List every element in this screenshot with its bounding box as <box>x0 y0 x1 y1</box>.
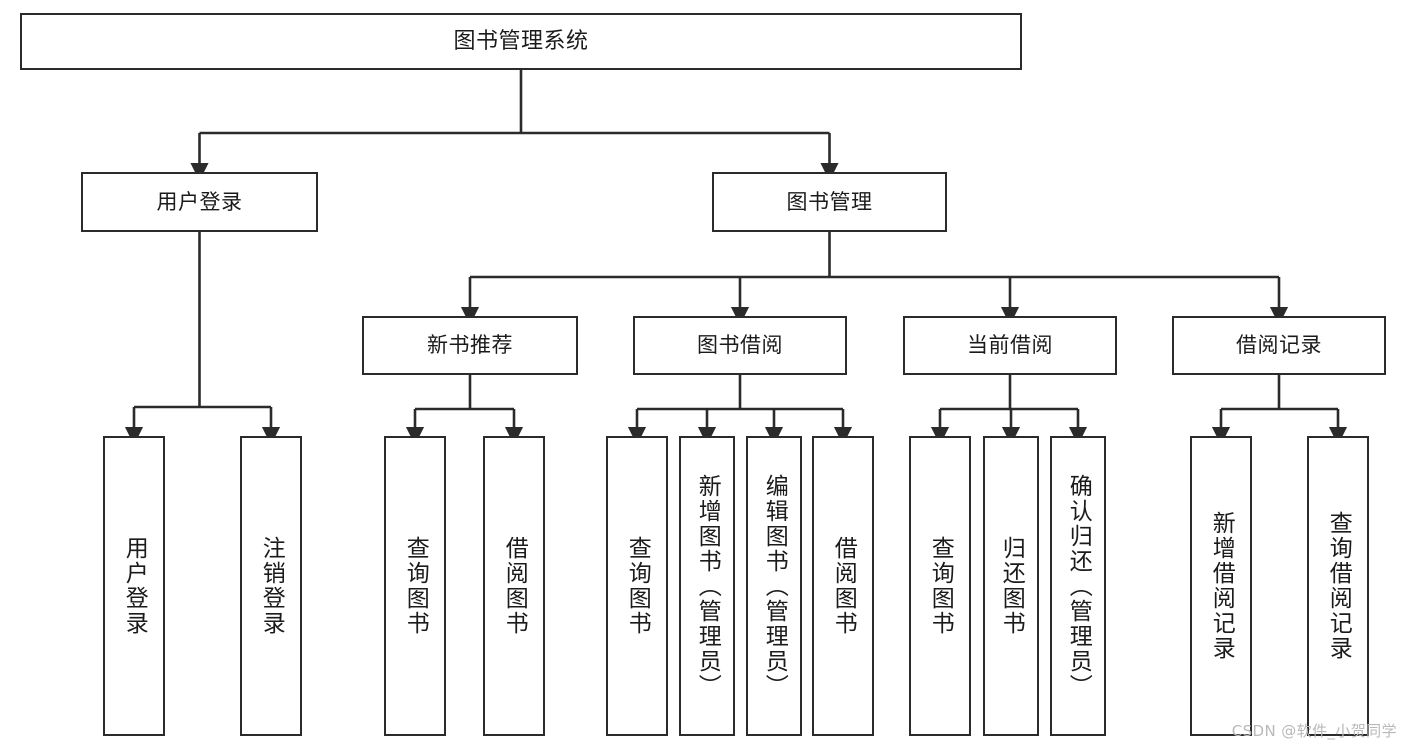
node-label: 图书管理 <box>786 189 873 214</box>
node-label: 确认归还（管理员） <box>1065 473 1092 699</box>
node-label: 查询借阅记录 <box>1325 511 1352 661</box>
node-label: 编辑图书（管理员） <box>761 473 788 699</box>
node-label: 查询图书 <box>927 536 954 636</box>
node-borrow-record[interactable]: 借阅记录 <box>1172 316 1386 375</box>
node-label: 用户登录 <box>156 189 243 214</box>
leaf-add-book[interactable]: 新增图书（管理员） <box>679 436 735 736</box>
leaf-confirm-return[interactable]: 确认归还（管理员） <box>1050 436 1106 736</box>
node-label: 新增借阅记录 <box>1208 511 1235 661</box>
node-user-login[interactable]: 用户登录 <box>81 172 318 232</box>
node-label: 注销登录 <box>258 536 285 636</box>
node-label: 当前借阅 <box>967 333 1053 358</box>
leaf-borrow-book-1[interactable]: 借阅图书 <box>483 436 545 736</box>
node-label: 借阅图书 <box>830 536 857 636</box>
node-book-manage[interactable]: 图书管理 <box>712 172 947 232</box>
node-label: 查询图书 <box>624 536 651 636</box>
leaf-edit-book[interactable]: 编辑图书（管理员） <box>746 436 802 736</box>
node-label: 新书推荐 <box>427 333 513 358</box>
node-label: 用户登录 <box>121 536 148 636</box>
node-label: 查询图书 <box>402 536 429 636</box>
leaf-query-book-3[interactable]: 查询图书 <box>909 436 971 736</box>
csdn-watermark: CSDN @软件_小贺同学 <box>1231 722 1397 740</box>
leaf-return-book[interactable]: 归还图书 <box>983 436 1039 736</box>
leaf-query-book-1[interactable]: 查询图书 <box>384 436 446 736</box>
leaf-query-record[interactable]: 查询借阅记录 <box>1307 436 1369 736</box>
leaf-query-book-2[interactable]: 查询图书 <box>606 436 668 736</box>
node-label: 归还图书 <box>998 536 1025 636</box>
node-current-borrow[interactable]: 当前借阅 <box>903 316 1117 375</box>
leaf-user-logout[interactable]: 注销登录 <box>240 436 302 736</box>
leaf-user-login[interactable]: 用户登录 <box>103 436 165 736</box>
node-book-borrow[interactable]: 图书借阅 <box>633 316 847 375</box>
node-new-book-rec[interactable]: 新书推荐 <box>362 316 578 375</box>
node-label: 借阅图书 <box>501 536 528 636</box>
leaf-borrow-book-2[interactable]: 借阅图书 <box>812 436 874 736</box>
leaf-add-record[interactable]: 新增借阅记录 <box>1190 436 1252 736</box>
node-label: 图书管理系统 <box>453 28 589 54</box>
node-label: 图书借阅 <box>697 333 783 358</box>
node-label: 新增图书（管理员） <box>694 473 721 699</box>
node-root[interactable]: 图书管理系统 <box>20 13 1022 70</box>
node-label: 借阅记录 <box>1236 333 1322 358</box>
